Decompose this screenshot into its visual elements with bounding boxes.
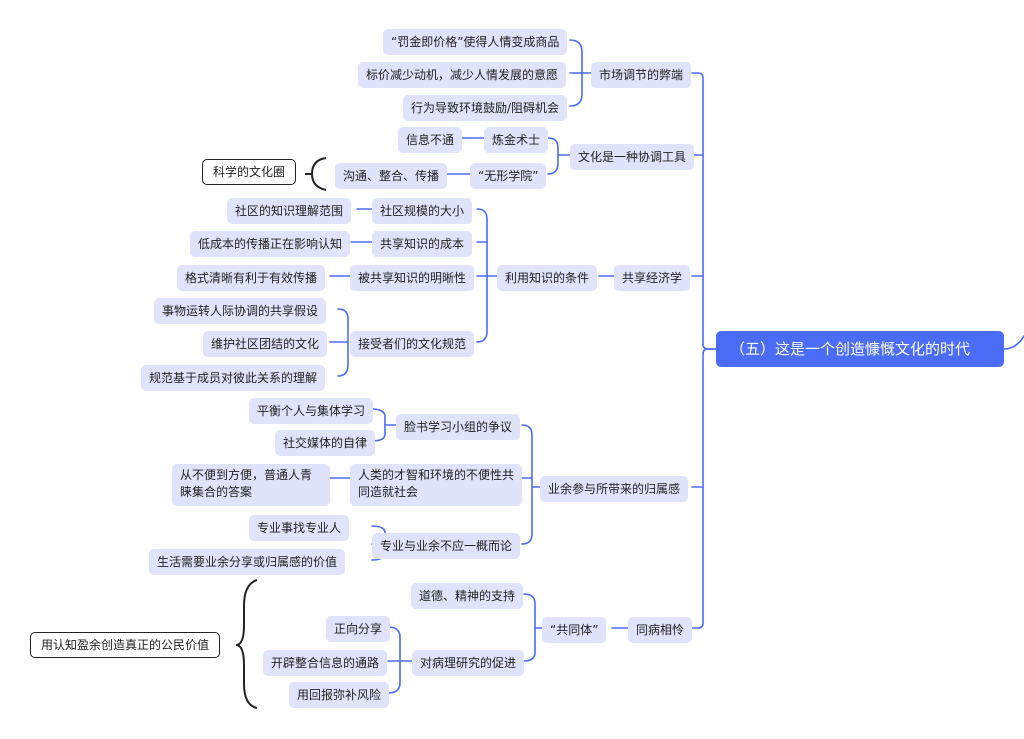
branch-amateur-belonging[interactable]: 业余参与所带来的归属感 [540,476,689,502]
amateur-facebook[interactable]: 脸书学习小组的争议 [396,414,521,440]
facebook-item-balance[interactable]: 平衡个人与集体学习 [249,398,374,424]
pro-item-value[interactable]: 生活需要业余分享或归属感的价值 [149,549,346,575]
economics-conditions[interactable]: 利用知识的条件 [497,265,598,291]
economics-clarity-detail[interactable]: 格式清晰有利于有效传播 [177,265,326,291]
culture-info-blocked[interactable]: 信息不通 [398,127,463,153]
norms-item-assumptions[interactable]: 事物运转人际协调的共享假设 [154,298,327,324]
economics-scale-detail[interactable]: 社区的知识理解范围 [227,198,352,224]
research-item-channels[interactable]: 开辟整合信息的通路 [263,650,388,676]
norms-item-relations[interactable]: 规范基于成员对彼此关系的理解 [141,365,326,391]
economics-cost[interactable]: 共享知识的成本 [372,231,473,257]
branch-market[interactable]: 市场调节的弊端 [591,62,692,88]
root-node[interactable]: （五）这是一个创造慷慨文化的时代 [716,331,1004,367]
economics-cost-detail[interactable]: 低成本的传播正在影响认知 [190,231,351,257]
market-item-penalty[interactable]: “罚金即价格”使得人情变成商品 [383,29,568,55]
talent-detail[interactable]: 从不便到方便，普通人青睐集合的答案 [172,464,330,506]
fellow-research[interactable]: 对病理研究的促进 [412,650,525,676]
culture-communication[interactable]: 沟通、整合、传播 [335,163,448,189]
culture-alchemist[interactable]: 炼金术士 [484,127,549,153]
fellow-community[interactable]: “共同体” [542,617,607,643]
facebook-item-discipline[interactable]: 社交媒体的自律 [275,430,376,456]
economics-clarity[interactable]: 被共享知识的明晰性 [350,265,475,291]
economics-norms[interactable]: 接受者们的文化规范 [350,331,475,357]
summary-civic-value[interactable]: 用认知盈余创造真正的公民价值 [30,632,221,658]
market-item-pricing[interactable]: 标价减少动机，减少人情发展的意愿 [358,62,567,88]
culture-invisible-college[interactable]: “无形学院” [470,163,547,189]
amateur-talent[interactable]: 人类的才智和环境的不便性共同造就社会 [350,464,522,506]
pro-item-specialist[interactable]: 专业事找专业人 [249,515,350,541]
branch-sharing-economics[interactable]: 共享经济学 [614,265,691,291]
summary-science-circle[interactable]: 科学的文化圈 [202,159,297,185]
branch-fellow-sufferers[interactable]: 同病相怜 [628,617,693,643]
norms-item-unity[interactable]: 维护社区团结的文化 [203,331,328,357]
research-item-rewards[interactable]: 用回报弥补风险 [289,682,390,708]
fellow-moral-support[interactable]: 道德、精神的支持 [411,583,524,609]
research-item-sharing[interactable]: 正向分享 [326,616,391,642]
economics-scale[interactable]: 社区规模的大小 [372,198,473,224]
branch-culture[interactable]: 文化是一种协调工具 [570,144,695,170]
amateur-pro[interactable]: 专业与业余不应一概而论 [372,533,521,559]
market-item-behavior[interactable]: 行为导致环境鼓励/阻碍机会 [403,95,568,121]
